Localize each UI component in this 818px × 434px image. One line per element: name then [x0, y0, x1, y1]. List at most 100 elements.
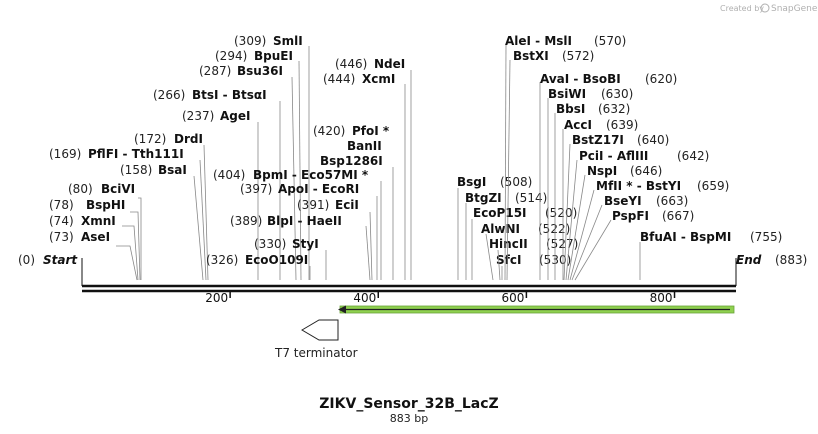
site-name: AlwNI [481, 222, 520, 236]
site-position: (237) [182, 109, 214, 123]
site-name: EcoP15I [473, 206, 527, 220]
site-name: PfoI * [352, 124, 390, 138]
site-name: PciI - AflIII [579, 149, 648, 163]
site-position: (404) [213, 168, 245, 182]
feature-lacz-segment[interactable] [338, 305, 735, 314]
site-apoi-ecori[interactable]: (397) ApoI - EcoRI [240, 182, 378, 280]
site-name: BtsI - BtsαI [192, 88, 267, 102]
site-position: (158) [120, 163, 152, 177]
site-bpuei[interactable]: (294) BpuEI [215, 49, 302, 281]
site-leader-line [193, 175, 204, 281]
start-label: Start [43, 253, 78, 267]
site-name: BsgI [457, 175, 486, 189]
site-position: (389) [230, 214, 262, 228]
site-position: (309) [234, 34, 266, 48]
site-bsiwi[interactable]: BsiWI (630) [547, 87, 633, 280]
site-bseyi[interactable]: BseYI (663) [571, 194, 688, 281]
site-leader-line [565, 159, 578, 281]
site-bsai[interactable]: (158) BsaI [120, 163, 204, 281]
site-leader-line [569, 189, 595, 281]
site-position: (330) [254, 237, 286, 251]
site-name: BpuEI [254, 49, 293, 63]
site-pspfi[interactable]: PspFI (667) [574, 209, 694, 281]
site-styi[interactable]: (330) StyI [254, 237, 327, 280]
site-btgzi[interactable]: BtgZI (514) [465, 191, 547, 280]
site-leader-line [574, 219, 612, 281]
site-position: (172) [134, 132, 166, 146]
site-bcivi[interactable]: (80) BciVI [68, 182, 142, 280]
site-leader-line [138, 197, 142, 280]
site-position: (514) [515, 191, 547, 205]
site-name: BsiWI [548, 87, 586, 101]
site-smli[interactable]: (309) SmlI [234, 34, 310, 280]
site-position: (640) [637, 133, 669, 147]
site-asei[interactable]: (73) AseI [49, 230, 138, 281]
site-position: (73) [49, 230, 74, 244]
site-name: MfII * - BstYI [596, 179, 681, 193]
site-bsphi[interactable]: (78) BspHI [49, 198, 141, 281]
site-name: AccI [564, 118, 592, 132]
site-name: BspHI [86, 198, 125, 212]
site-alei-msli[interactable]: AleI - MslI (570) [504, 34, 626, 281]
site-position: (169) [49, 147, 81, 161]
ruler-tick-label: 600 [501, 291, 524, 305]
site-avai-bsobi[interactable]: AvaI - BsoBI (620) [539, 72, 677, 280]
sequence-length: 883 bp [390, 412, 428, 425]
site-banii[interactable]: BanII [347, 139, 382, 153]
site-name: StyI [292, 237, 319, 251]
site-position: (572) [562, 49, 594, 63]
branding-created-by: Created by [720, 4, 764, 13]
site-name: BanII [347, 139, 382, 153]
start-position: (0) [18, 253, 35, 267]
site-acci[interactable]: AccI (639) [562, 118, 638, 280]
site-leader-line [567, 174, 586, 281]
site-bbsi[interactable]: BbsI (632) [554, 102, 630, 280]
snapgene-branding: Created by SnapGene [720, 3, 818, 14]
site-bstz17i[interactable]: BstZ17I (640) [563, 133, 669, 281]
site-pfoi[interactable]: (420) PfoI * [313, 124, 390, 138]
site-xcmi[interactable]: (444) XcmI [323, 72, 406, 280]
restriction-sites: (73) AseI (74) XmnI (78) BspHI (80) BciV… [49, 34, 782, 281]
site-pflfi-tth111i[interactable]: (169) PflFI - Tth111I [49, 147, 207, 281]
site-ecii[interactable]: (391) EciI [297, 198, 373, 281]
site-bstxi[interactable]: BstXI (572) [506, 49, 594, 281]
site-mfii-bstyi[interactable]: MfII * - BstYI (659) [569, 179, 729, 281]
site-position: (294) [215, 49, 247, 63]
site-name: BstXI [513, 49, 549, 63]
site-alwni[interactable]: AlwNI (522) [481, 222, 570, 281]
site-pcii-afliii[interactable]: PciI - AflIII (642) [565, 149, 709, 281]
t7-terminator-arrow-icon[interactable] [301, 319, 339, 341]
site-xmni[interactable]: (74) XmnI [49, 214, 139, 281]
site-bfuai-bspmi[interactable]: BfuAI - BspMI (755) [639, 230, 782, 280]
site-position: (391) [297, 198, 329, 212]
site-bpmi-eco57mi[interactable]: (404) BpmI - Eco57MI * [213, 168, 382, 280]
site-blpi-haeii[interactable]: (389) BlpI - HaeII [230, 214, 371, 281]
site-leader-line [506, 59, 511, 281]
site-name: HincII [489, 237, 528, 251]
site-position: (520) [545, 206, 577, 220]
site-leader-line [571, 204, 603, 281]
site-position: (397) [240, 182, 272, 196]
feature-t7-terminator[interactable]: T7 terminator [274, 319, 358, 360]
site-ndei[interactable]: (446) NdeI [335, 57, 412, 280]
site-position: (74) [49, 214, 74, 228]
site-name: SmlI [273, 34, 303, 48]
site-position: (646) [630, 164, 662, 178]
feature-arrowhead-icon [338, 305, 346, 314]
site-nspi[interactable]: NspI (646) [567, 164, 662, 281]
site-name: SfcI [496, 253, 521, 267]
site-drdi[interactable]: (172) DrdI [134, 132, 209, 281]
ruler-tick-label: 400 [353, 291, 376, 305]
site-hincii[interactable]: HincII (527) [489, 237, 578, 281]
site-position: (508) [500, 175, 532, 189]
site-position: (444) [323, 72, 355, 86]
site-agei[interactable]: (237) AgeI [182, 109, 259, 280]
site-ecoo109i[interactable]: (326) EcoO109I [206, 253, 311, 280]
site-name: AseI [81, 230, 110, 244]
site-bsu36i[interactable]: (287) Bsu36I [199, 64, 297, 281]
site-position: (326) [206, 253, 238, 267]
site-bsp1286i[interactable]: Bsp1286I [320, 154, 394, 280]
site-ecop15i[interactable]: EcoP15I (520) [471, 206, 577, 280]
site-name: EcoO109I [245, 253, 308, 267]
site-btsi[interactable]: (266) BtsI - BtsαI [153, 88, 281, 280]
